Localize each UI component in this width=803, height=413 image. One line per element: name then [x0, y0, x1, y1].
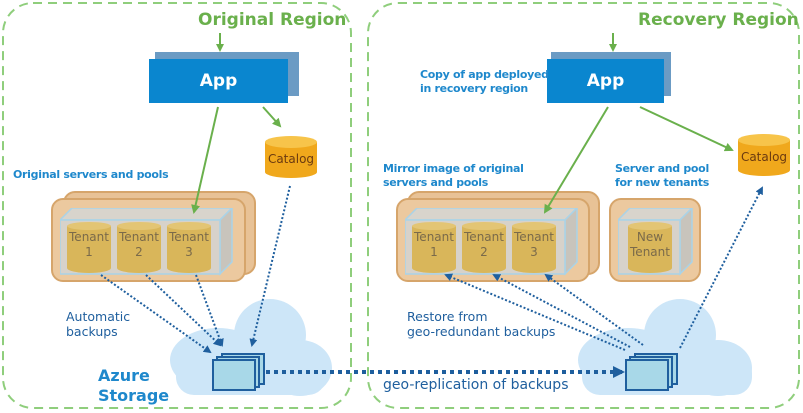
recovery-app-caption-line1: Copy of app deployed [420, 68, 549, 81]
original-pools-caption: Original servers and pools [13, 168, 169, 181]
database-icon [167, 222, 211, 273]
tenant-label-line1: Tenant [69, 230, 109, 244]
database-icon [462, 222, 506, 273]
automatic-backups-line2: backups [66, 324, 118, 339]
restore-line1: Restore from [407, 309, 488, 324]
recovery-region-title: Recovery Region [638, 10, 799, 30]
catalog-label-original: Catalog [267, 152, 315, 166]
app-box-original: App [149, 59, 288, 103]
restore-line2: geo-redundant backups [407, 324, 556, 339]
backup-stack-icon-recovery [625, 353, 678, 391]
database-icon [412, 222, 456, 273]
tenant-label-line2: 2 [135, 245, 143, 259]
new-pool-caption: Server and pool for new tenants [615, 162, 709, 190]
geo-replication-note: geo-replication of backups [383, 377, 569, 393]
database-icon [117, 222, 161, 273]
original-region-border [2, 2, 352, 409]
tenant-label-line2: 1 [85, 245, 93, 259]
catalog-cylinder-icon [265, 136, 317, 178]
tenant-label-line2: 3 [530, 245, 538, 259]
automatic-backups-line1: Automatic [66, 309, 131, 324]
azure-storage-line1: Azure [98, 366, 150, 385]
catalog-cylinder-icon [738, 134, 790, 176]
mirror-pools-caption: Mirror image of original servers and poo… [383, 162, 524, 190]
database-icon [67, 222, 111, 273]
restore-note: Restore from geo-redundant backups [407, 309, 555, 339]
tenant-label-line2: 2 [480, 245, 488, 259]
automatic-backups-note: Automatic backups [66, 309, 130, 339]
azure-storage-label: Azure Storage [98, 366, 169, 406]
tenant-label-line1: Tenant [464, 230, 504, 244]
original-region-title: Original Region [198, 10, 347, 30]
app-label-recovery: App [586, 71, 625, 91]
catalog-label-recovery: Catalog [740, 150, 788, 164]
tenant-label-line2: Tenant [630, 245, 670, 259]
azure-storage-line2: Storage [98, 386, 170, 405]
new-pool-caption-line2: for new tenants [615, 176, 709, 189]
tenant-label-line1: Tenant [514, 230, 554, 244]
tenant-label-line2: 3 [185, 245, 193, 259]
app-label-original: App [199, 71, 238, 91]
tenant-label-line1: Tenant [169, 230, 209, 244]
recovery-app-caption-line2: in recovery region [420, 82, 528, 95]
database-icon [628, 222, 672, 273]
tenant-label-line2: 1 [430, 245, 438, 259]
mirror-pools-caption-line1: Mirror image of original [383, 162, 524, 175]
backup-stack-icon-original [212, 353, 265, 391]
tenant-label-line1: Tenant [119, 230, 159, 244]
app-box-recovery: App [547, 59, 664, 103]
catalog-recovery: Catalog [737, 133, 791, 177]
catalog-original: Catalog [264, 135, 318, 179]
new-pool-caption-line1: Server and pool [615, 162, 709, 175]
database-icon [512, 222, 556, 273]
tenant-label-line1: Tenant [414, 230, 454, 244]
recovery-region-border [367, 2, 800, 409]
recovery-app-caption: Copy of app deployed in recovery region [420, 68, 549, 96]
mirror-pools-caption-line2: servers and pools [383, 176, 489, 189]
tenant-label-line1: New [636, 230, 664, 244]
cloud-recovery [578, 299, 752, 396]
